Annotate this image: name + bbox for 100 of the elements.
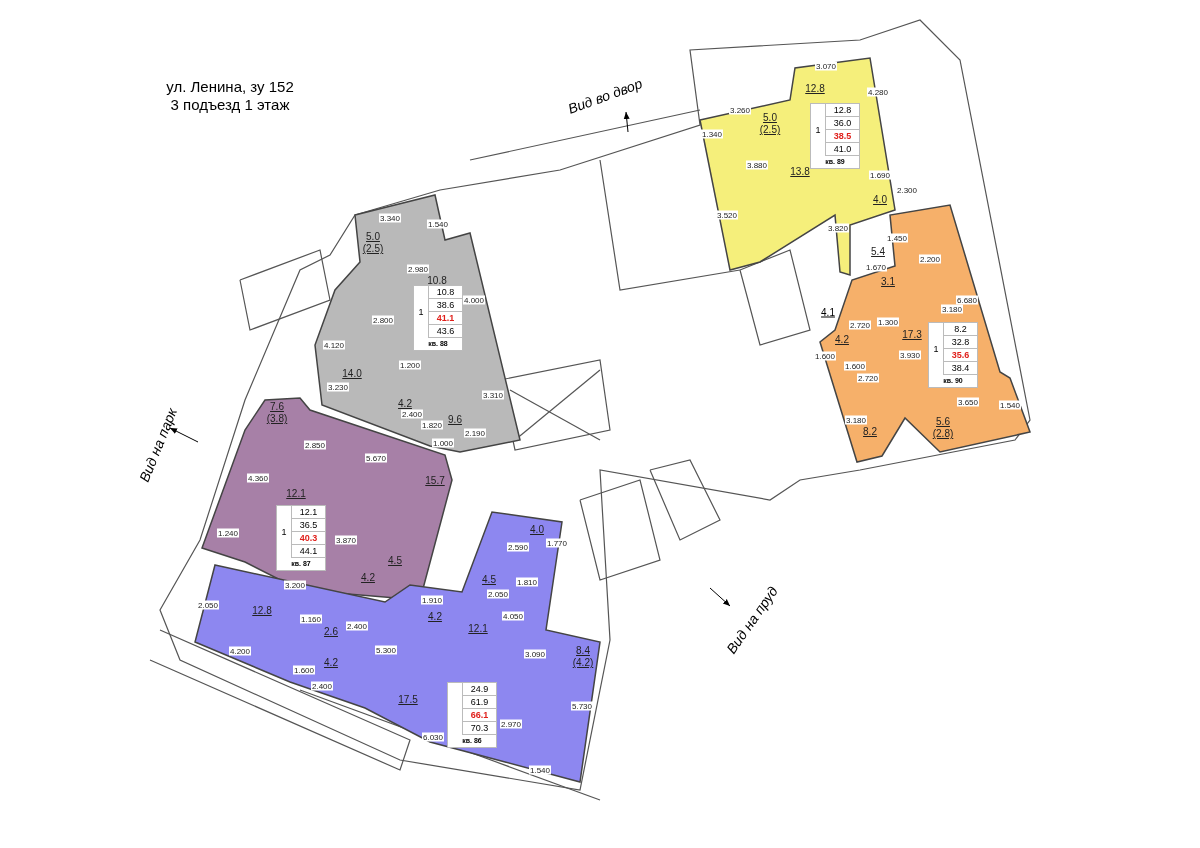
dimension-text: 3.310 xyxy=(482,390,504,400)
dimension-text: 1.600 xyxy=(844,361,866,371)
apartment-info-table xyxy=(928,322,978,388)
dimension-text: 3.820 xyxy=(827,223,849,233)
room-area-label: 4.1 xyxy=(821,306,835,318)
dimension-text: 1.770 xyxy=(546,538,568,548)
room-area-label: 15.7 xyxy=(424,475,446,487)
dimension-text: 3.090 xyxy=(524,649,546,659)
area-value: 12.1 xyxy=(292,506,325,519)
dimension-text: 4.280 xyxy=(867,87,889,97)
room-area-label: 4.2 xyxy=(397,398,413,410)
apartment-info-table xyxy=(276,505,326,571)
dimension-text: 3.180 xyxy=(941,304,963,314)
dimension-text: 1.450 xyxy=(886,233,908,243)
dimension-text: 1.540 xyxy=(529,765,551,775)
dimension-text: 1.240 xyxy=(217,528,239,538)
dimension-text: 3.230 xyxy=(327,382,349,392)
dimension-text: 2.970 xyxy=(500,719,522,729)
apartment-info-table xyxy=(413,285,463,351)
room-count: 1 xyxy=(933,343,939,355)
dimension-text: 1.910 xyxy=(421,595,443,605)
room-area-label: 12.1 xyxy=(467,623,489,635)
room-area-label: 8.4 (4.2) xyxy=(571,645,595,669)
dimension-text: 2.200 xyxy=(919,254,941,264)
room-area-label: 9.6 xyxy=(447,414,463,426)
area-value: 36.0 xyxy=(826,117,859,130)
apartment-info-table xyxy=(810,103,860,169)
address-heading: 3 подъезд 1 этаж xyxy=(170,95,290,113)
area-value: 61.9 xyxy=(463,696,496,709)
area-value: 35.6 xyxy=(944,349,977,362)
dimension-text: 2.850 xyxy=(304,440,326,450)
dimension-text: 3.650 xyxy=(957,397,979,407)
dimension-text: 5.670 xyxy=(365,453,387,463)
dimension-text: 6.680 xyxy=(956,295,978,305)
dimension-text: 3.200 xyxy=(284,580,306,590)
dimension-text: 2.400 xyxy=(346,621,368,631)
dimension-text: 3.870 xyxy=(335,535,357,545)
room-area-label: 7.6 (3.8) xyxy=(265,401,289,425)
room-area-label: 14.0 xyxy=(341,368,363,380)
room-area-label: 13.8 xyxy=(789,166,811,178)
dimension-text: 6.030 xyxy=(422,732,444,742)
dimension-text: 2.590 xyxy=(507,542,529,552)
dimension-text: 2.400 xyxy=(401,409,423,419)
room-area-label: 4.5 xyxy=(481,574,497,586)
room-area-label: 12.8 xyxy=(251,605,273,617)
dimension-text: 4.200 xyxy=(229,646,251,656)
room-area-label: 5.6 (2.8) xyxy=(931,416,955,440)
area-value: 12.8 xyxy=(826,104,859,117)
room-area-label: 17.3 xyxy=(901,329,923,341)
dimension-text: 1.200 xyxy=(399,360,421,370)
area-value: 10.8 xyxy=(429,286,462,299)
dimension-text: 2.980 xyxy=(407,264,429,274)
dimension-text: 3.520 xyxy=(716,210,738,220)
dimension-text: 2.300 xyxy=(896,185,918,195)
dimension-text: 4.000 xyxy=(463,295,485,305)
area-value: 38.4 xyxy=(944,362,977,375)
dimension-text: 4.360 xyxy=(247,473,269,483)
room-area-label: 5.0 (2.5) xyxy=(361,231,385,255)
dimension-text: 3.880 xyxy=(746,160,768,170)
room-area-label: 5.0 (2.5) xyxy=(758,112,782,136)
room-area-label: 17.5 xyxy=(397,694,419,706)
area-value: 32.8 xyxy=(944,336,977,349)
dimension-text: 2.720 xyxy=(849,320,871,330)
area-value: 44.1 xyxy=(292,545,325,558)
dimension-text: 1.600 xyxy=(814,351,836,361)
area-value: 66.1 xyxy=(463,709,496,722)
dimension-text: 1.340 xyxy=(701,129,723,139)
dimension-text: 1.670 xyxy=(865,262,887,272)
dimension-text: 2.720 xyxy=(857,373,879,383)
dimension-text: 5.730 xyxy=(571,701,593,711)
room-count: 1 xyxy=(281,526,287,538)
dimension-text: 2.400 xyxy=(311,681,333,691)
dimension-text: 1.540 xyxy=(999,400,1021,410)
dimension-text: 3.260 xyxy=(729,105,751,115)
view-direction-label: Вид во двор xyxy=(565,75,645,117)
room-area-label: 12.8 xyxy=(804,83,826,95)
dimension-text: 1.160 xyxy=(300,614,322,624)
room-area-label: 4.2 xyxy=(360,572,376,584)
room-area-label: 10.8 xyxy=(426,275,448,287)
room-area-label: 4.2 xyxy=(323,657,339,669)
area-value: 40.3 xyxy=(292,532,325,545)
dimension-text: 2.800 xyxy=(372,315,394,325)
dimension-text: 2.050 xyxy=(197,600,219,610)
area-value: 41.0 xyxy=(826,143,859,156)
area-value: 41.1 xyxy=(429,312,462,325)
area-value: 70.3 xyxy=(463,722,496,735)
dimension-text: 1.600 xyxy=(293,665,315,675)
room-count: 1 xyxy=(418,306,424,318)
dimension-text: 3.180 xyxy=(845,415,867,425)
dimension-text: 2.050 xyxy=(487,589,509,599)
dimension-text: 1.540 xyxy=(427,219,449,229)
dimension-text: 4.050 xyxy=(502,611,524,621)
dimension-text: 1.810 xyxy=(516,577,538,587)
dimension-text: 1.000 xyxy=(432,438,454,448)
area-value: 8.2 xyxy=(944,323,977,336)
area-value: 38.6 xyxy=(429,299,462,312)
room-area-label: 4.0 xyxy=(872,194,888,206)
room-area-label: 4.2 xyxy=(834,334,850,346)
address-heading: ул. Ленина, зу 152 xyxy=(166,77,294,95)
room-area-label: 4.5 xyxy=(387,555,403,567)
